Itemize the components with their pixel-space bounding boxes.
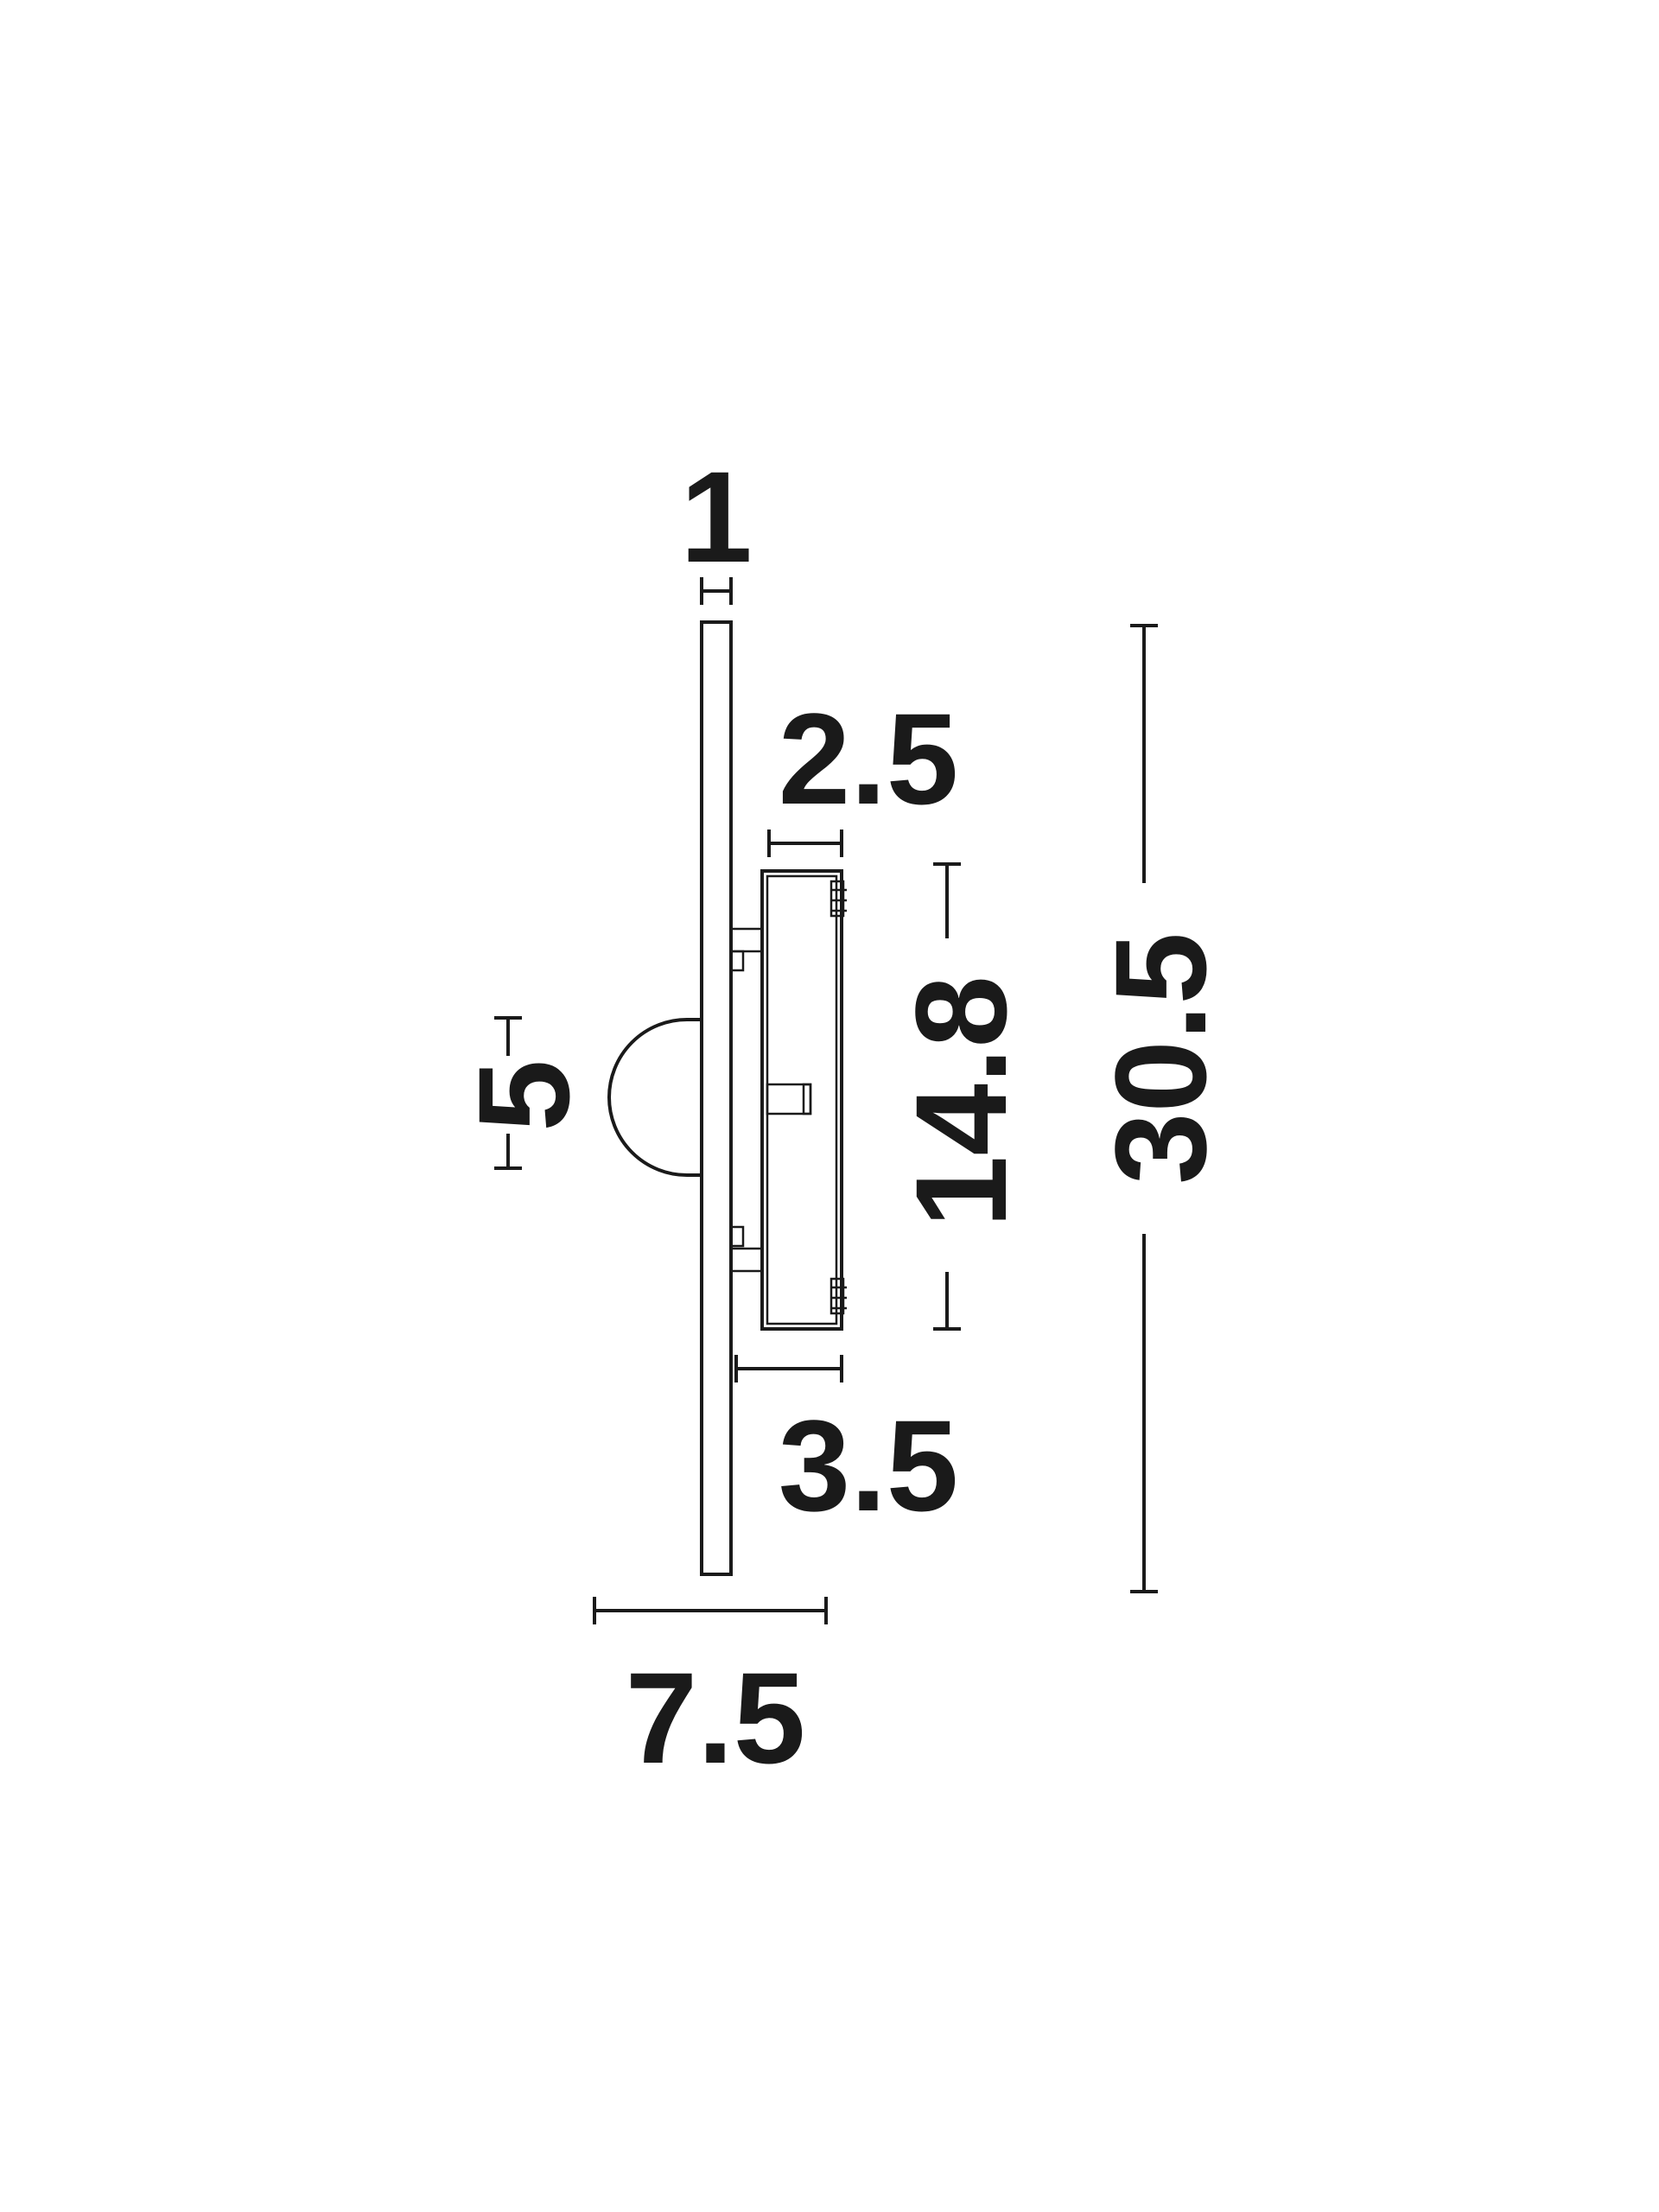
dim-arm-depth: 2.5 [767, 686, 959, 857]
label-total-depth: 7.5 [626, 1645, 806, 1790]
label-body-height: 14.8 [888, 976, 1033, 1228]
label-arm-depth: 2.5 [779, 686, 959, 831]
label-total-height: 30.5 [1088, 932, 1233, 1185]
dim-body-depth: 3.5 [734, 1355, 959, 1538]
dim-total-depth: 7.5 [593, 1597, 828, 1790]
dim-dome-height: 5 [451, 1016, 596, 1170]
back-plate [700, 620, 733, 1576]
label-body-depth: 3.5 [779, 1393, 959, 1538]
label-dome-height: 5 [451, 1059, 596, 1131]
dim-total-height: 30.5 [1088, 624, 1233, 1593]
dim-plate-thickness: 1 [680, 444, 753, 605]
fixture-body [729, 869, 847, 1331]
dome-shape [607, 1018, 702, 1177]
label-plate-thickness: 1 [680, 444, 752, 589]
dim-body-height: 14.8 [888, 862, 1033, 1331]
